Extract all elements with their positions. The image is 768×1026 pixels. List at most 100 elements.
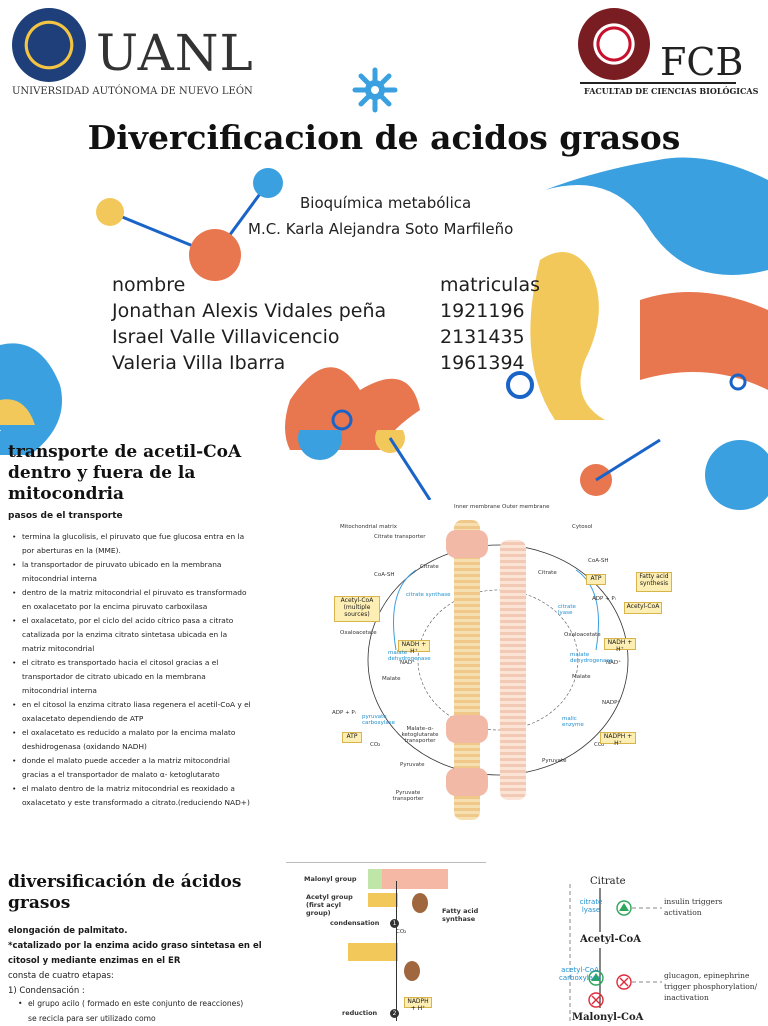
- citrate-transporter-icon: [446, 530, 488, 558]
- elongation-title: elongación de palmitato.: [8, 926, 128, 936]
- condensation-label: condensation: [330, 919, 380, 927]
- list-item: la transportador de piruvato ubicado en …: [12, 558, 252, 586]
- fas-label: Fatty acid synthase: [442, 907, 479, 923]
- malate-transporter-icon: [446, 715, 488, 743]
- list-item: el malato dentro de la matriz mitocondri…: [12, 782, 252, 810]
- acetyl-structure: [368, 893, 398, 907]
- fatty-acid-synthesis-box: Fatty acid synthesis: [636, 572, 672, 592]
- glucagon-note: glucagon, epinephrine trigger phosphoryl…: [664, 971, 758, 1002]
- adp-pi-label-cytosol: ADP + Pᵢ: [592, 596, 616, 602]
- uanl-full-name: UNIVERSIDAD AUTÓNOMA DE NUEVO LEÓN: [12, 86, 253, 97]
- outer-membrane-label: Outer membrane: [502, 504, 550, 510]
- oxaloacetate-label: Oxaloacetate: [340, 630, 377, 636]
- list-item: el grupo acilo ( formado en este conjunt…: [18, 996, 248, 1026]
- malic-enzyme-label: malic enzyme: [562, 716, 584, 728]
- nadph-box: NADPH + H⁺: [600, 732, 636, 747]
- pyruvate-label-cytosol: Pyruvate: [542, 758, 567, 764]
- ids-header: matriculas: [440, 274, 541, 296]
- uanl-logo-text: UANL: [96, 24, 254, 82]
- enzyme-icon-2: [404, 961, 420, 981]
- subject-name: Bioquímica metabólica: [300, 194, 472, 212]
- list-item: el oxalacetato, por el ciclo del acido c…: [12, 614, 252, 656]
- matrix-label: Mitochondrial matrix: [340, 524, 398, 530]
- enzyme-icon: [412, 893, 428, 913]
- student-name: Valeria Villa Ibarra: [112, 352, 286, 374]
- citrate-node: Citrate: [590, 876, 626, 887]
- citrate-lyase-node: citrate lyase: [579, 898, 603, 914]
- acc-regulation-diagram: Citrate citrate lyase Acetyl-CoA acetyl-…: [540, 866, 768, 1024]
- acetyl-group-label: Acetyl group (first acyl group): [306, 893, 353, 917]
- teacher-name: M.C. Karla Alejandra Soto Marfileño: [248, 220, 514, 238]
- nadph-box-fas: NADPH + H⁺: [404, 997, 432, 1012]
- acetoacetyl-structure: [348, 943, 398, 961]
- fcb-logo-text: FCB: [660, 40, 744, 84]
- acetyl-coa-node: Acetyl-CoA: [580, 934, 641, 945]
- atp-box-cytosol: ATP: [586, 574, 606, 585]
- section2-heading: transporte de acetil-CoA dentro y fuera …: [8, 442, 242, 504]
- malate-label: Malate: [382, 676, 401, 682]
- acetyl-coa-sources-box: Acetyl-CoA (multiple sources): [334, 596, 380, 622]
- fcb-divider: [580, 82, 736, 84]
- step-1-badge: 1: [390, 919, 399, 928]
- condensation-step: 1) Condensación :: [8, 986, 85, 996]
- fcb-full-name: FACULTAD DE CIENCIAS BIOLÓGICAS: [584, 86, 759, 96]
- regulation-arrows: [569, 884, 662, 1024]
- student-name: Israel Valle Villavicencio: [112, 326, 340, 348]
- student-id: 2131435: [440, 326, 525, 348]
- malate-dh-label: malate dehydrogenase: [388, 650, 431, 662]
- list-item: el oxalacetato es reducido a malato por …: [12, 726, 252, 754]
- co2-released-label: CO₂: [396, 929, 407, 935]
- section2-decorations: [0, 430, 768, 510]
- section3-heading: diversificación de ácidos grasos: [8, 872, 242, 913]
- stages-text: consta de cuatro etapas:: [8, 971, 114, 981]
- student-ids-column: matriculas 1921196 2131435 1961394: [440, 272, 540, 376]
- student-names-column: nombre Jonathan Alexis Vidales peña Isra…: [112, 272, 386, 376]
- acetyl-coa-transport-diagram: Inner membrane Outer membrane Mitochondr…: [326, 500, 682, 830]
- reduction-label: reduction: [342, 1009, 378, 1017]
- carboxyl-highlight: [368, 869, 382, 889]
- malonyl-structure: [368, 869, 448, 889]
- uanl-seal-logo: [12, 8, 86, 82]
- atp-box: ATP: [342, 732, 362, 743]
- malonyl-coa-node: Malonyl-CoA: [572, 1012, 644, 1023]
- malonyl-group-label: Malonyl group: [304, 875, 357, 883]
- citrate-label-cytosol: Citrate: [538, 570, 557, 576]
- pyruvate-carboxylase-label: pyruvate carboxylase: [362, 714, 395, 726]
- pyruvate-label: Pyruvate: [400, 762, 425, 768]
- nadh-box: NADH + H⁺: [398, 640, 430, 655]
- nad-label: NAD⁺: [400, 660, 416, 666]
- pyruvate-transporter-icon: [446, 768, 488, 796]
- co2-label-cytosol: CO₂: [594, 742, 605, 748]
- section2-subheading: pasos de el transporte: [8, 511, 123, 521]
- fatty-acid-synthase-diagram: Malonyl group Acetyl group (first acyl g…: [286, 862, 486, 1025]
- nadp-label: NADP⁺: [602, 700, 621, 706]
- list-item: termina la glucolisis, el piruvato que f…: [12, 530, 252, 558]
- coa-sh-label: CoA-SH: [374, 572, 395, 578]
- citrate-transporter-label: Citrate transporter: [374, 534, 426, 540]
- acetyl-coa-box: Acetyl-CoA: [624, 602, 662, 614]
- co2-label: CO₂: [370, 742, 381, 748]
- citrate-synthase-label: citrate synthase: [406, 592, 451, 598]
- condensation-list: el grupo acilo ( formado en este conjunt…: [14, 996, 248, 1026]
- outer-membrane: [500, 540, 526, 800]
- step-2-badge: 2: [390, 1009, 399, 1018]
- transport-steps-list: termina la glucolisis, el piruvato que f…: [8, 530, 252, 810]
- oxaloacetate-label-cytosol: Oxaloacetate: [564, 632, 601, 638]
- nad-label-cytosol: NAD⁺: [606, 660, 622, 666]
- pyruvate-transporter-label: Pyruvate transporter: [392, 790, 424, 802]
- student-id: 1921196: [440, 300, 525, 322]
- adp-pi-label: ADP + Pᵢ: [332, 710, 356, 716]
- list-item: en el citosol la enzima citrato liasa re…: [12, 698, 252, 726]
- inner-membrane-label: Inner membrane: [454, 504, 501, 510]
- malate-dh-label-cytosol: malate dehydrogenase: [570, 652, 613, 664]
- citrate-label: Citrate: [420, 564, 439, 570]
- coa-sh-label-cytosol: CoA-SH: [588, 558, 609, 564]
- list-item: dentro de la matriz mitocondrial el piru…: [12, 586, 252, 614]
- insulin-note: insulin triggers activation: [664, 897, 723, 917]
- malate-akg-transporter-label: Malate–α-ketoglutarate transporter: [401, 726, 439, 744]
- cytosol-label: Cytosol: [572, 524, 593, 530]
- fcb-seal-logo: [578, 8, 650, 80]
- catalysis-note: *catalizado por la enzima acido graso si…: [8, 941, 262, 966]
- student-id: 1961394: [440, 352, 525, 374]
- citrate-lyase-label: citrate lyase: [558, 604, 576, 616]
